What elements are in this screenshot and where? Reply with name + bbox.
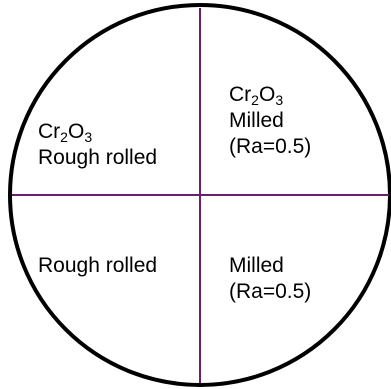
quadrant-bottom-right-label: Milled (Ra=0.5) xyxy=(229,253,311,305)
roughness-text: (Ra=0.5) xyxy=(229,135,312,158)
quadrant-top-right-label: Cr2O3 Milled (Ra=0.5) xyxy=(229,82,311,160)
finish-text: Rough rolled xyxy=(38,146,158,169)
formula-cr2o3: Cr2O3 xyxy=(38,120,93,145)
formula-cr2o3: Cr2O3 xyxy=(229,83,284,108)
quadrant-top-left-label: Cr2O3 Rough rolled xyxy=(38,119,157,171)
finish-text: Milled xyxy=(229,254,284,277)
quadrant-bottom-left-label: Rough rolled xyxy=(38,253,157,279)
roughness-text: (Ra=0.5) xyxy=(229,280,312,303)
finish-text: Rough rolled xyxy=(38,254,158,277)
finish-text: Milled xyxy=(229,109,284,132)
